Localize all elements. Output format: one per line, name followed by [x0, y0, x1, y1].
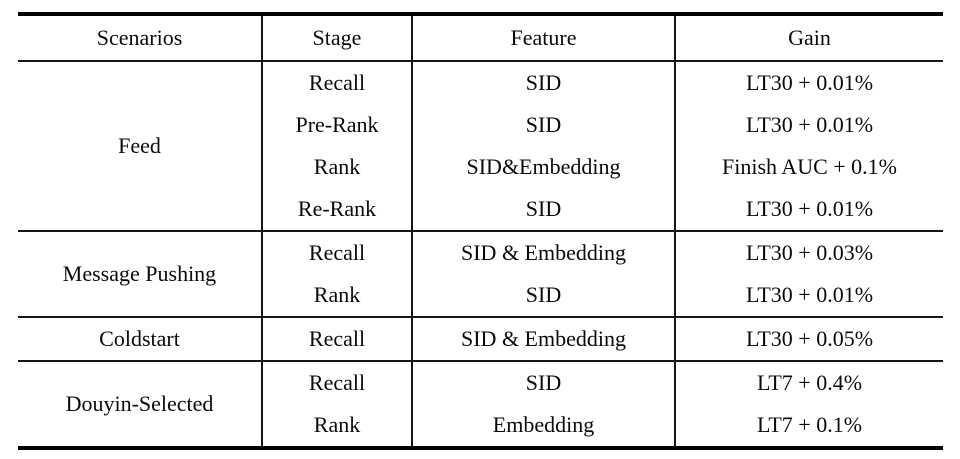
scenario-cell-douyin-selected: Douyin-Selected: [65, 391, 214, 416]
table-row: Coldstart Recall SID & Embedding LT30 + …: [18, 317, 943, 361]
table-row: Re-Rank SID LT30 + 0.01%: [18, 188, 943, 231]
table-row: Message Pushing Recall SID & Embedding L…: [18, 231, 943, 286]
table-row: Pre-Rank SID LT30 + 0.01%: [18, 104, 943, 146]
scenario-cell-feed: Feed: [118, 133, 161, 158]
header-row: Scenarios Stage Feature Gain: [18, 14, 943, 61]
stage-cell: Recall: [261, 61, 412, 104]
gain-cell: LT30 + 0.01%: [674, 61, 943, 104]
group-message-pushing: Message Pushing Recall SID & Embedding L…: [18, 231, 943, 317]
table-row: Feed Recall SID LT30 + 0.01%: [18, 61, 943, 158]
results-table: Scenarios Stage Feature Gain Feed Recall…: [18, 12, 943, 450]
group-coldstart: Coldstart Recall SID & Embedding LT30 + …: [18, 317, 943, 361]
feature-cell: SID: [411, 104, 675, 146]
stage-cell: Rank: [261, 404, 412, 448]
gain-cell: LT30 + 0.03%: [674, 231, 943, 274]
group-feed: Feed Recall SID LT30 + 0.01% Pre-Rank SI…: [18, 61, 943, 231]
feature-cell: SID: [411, 361, 675, 404]
table-row: Rank SID LT30 + 0.01%: [18, 274, 943, 317]
stage-cell: Recall: [261, 231, 412, 274]
stage-cell: Rank: [261, 146, 412, 188]
gain-cell: LT30 + 0.01%: [674, 274, 943, 317]
feature-cell: SID&Embedding: [411, 146, 675, 188]
group-douyin-selected: Douyin-Selected Recall SID LT7 + 0.4% Ra…: [18, 361, 943, 448]
feature-cell: SID & Embedding: [411, 231, 675, 274]
feature-cell: SID: [411, 188, 675, 231]
feature-cell: Embedding: [411, 404, 675, 448]
stage-cell: Recall: [261, 317, 412, 361]
stage-cell: Pre-Rank: [261, 104, 412, 146]
col-header-gain: Gain: [674, 14, 943, 61]
feature-cell: SID & Embedding: [411, 317, 675, 361]
stage-cell: Rank: [261, 274, 412, 317]
feature-cell: SID: [411, 274, 675, 317]
results-table-container: Scenarios Stage Feature Gain Feed Recall…: [18, 12, 943, 450]
table-row: Douyin-Selected Recall SID LT7 + 0.4%: [18, 361, 943, 416]
table-row: Rank Embedding LT7 + 0.1%: [18, 404, 943, 448]
col-header-feature: Feature: [411, 14, 675, 61]
gain-cell: Finish AUC + 0.1%: [674, 146, 943, 188]
gain-cell: LT30 + 0.01%: [674, 188, 943, 231]
col-header-stage: Stage: [261, 14, 412, 61]
gain-cell: LT7 + 0.1%: [674, 404, 943, 448]
gain-cell: LT30 + 0.01%: [674, 104, 943, 146]
stage-cell: Recall: [261, 361, 412, 404]
table-row: Rank SID&Embedding Finish AUC + 0.1%: [18, 146, 943, 188]
col-header-scenarios: Scenarios: [96, 25, 183, 50]
gain-cell: LT7 + 0.4%: [674, 361, 943, 404]
feature-cell: SID: [411, 61, 675, 104]
scenario-cell-coldstart: Coldstart: [99, 326, 180, 351]
scenario-cell-message-pushing: Message Pushing: [62, 261, 217, 286]
table-header: Scenarios Stage Feature Gain: [18, 14, 943, 61]
gain-cell: LT30 + 0.05%: [674, 317, 943, 361]
stage-cell: Re-Rank: [261, 188, 412, 231]
